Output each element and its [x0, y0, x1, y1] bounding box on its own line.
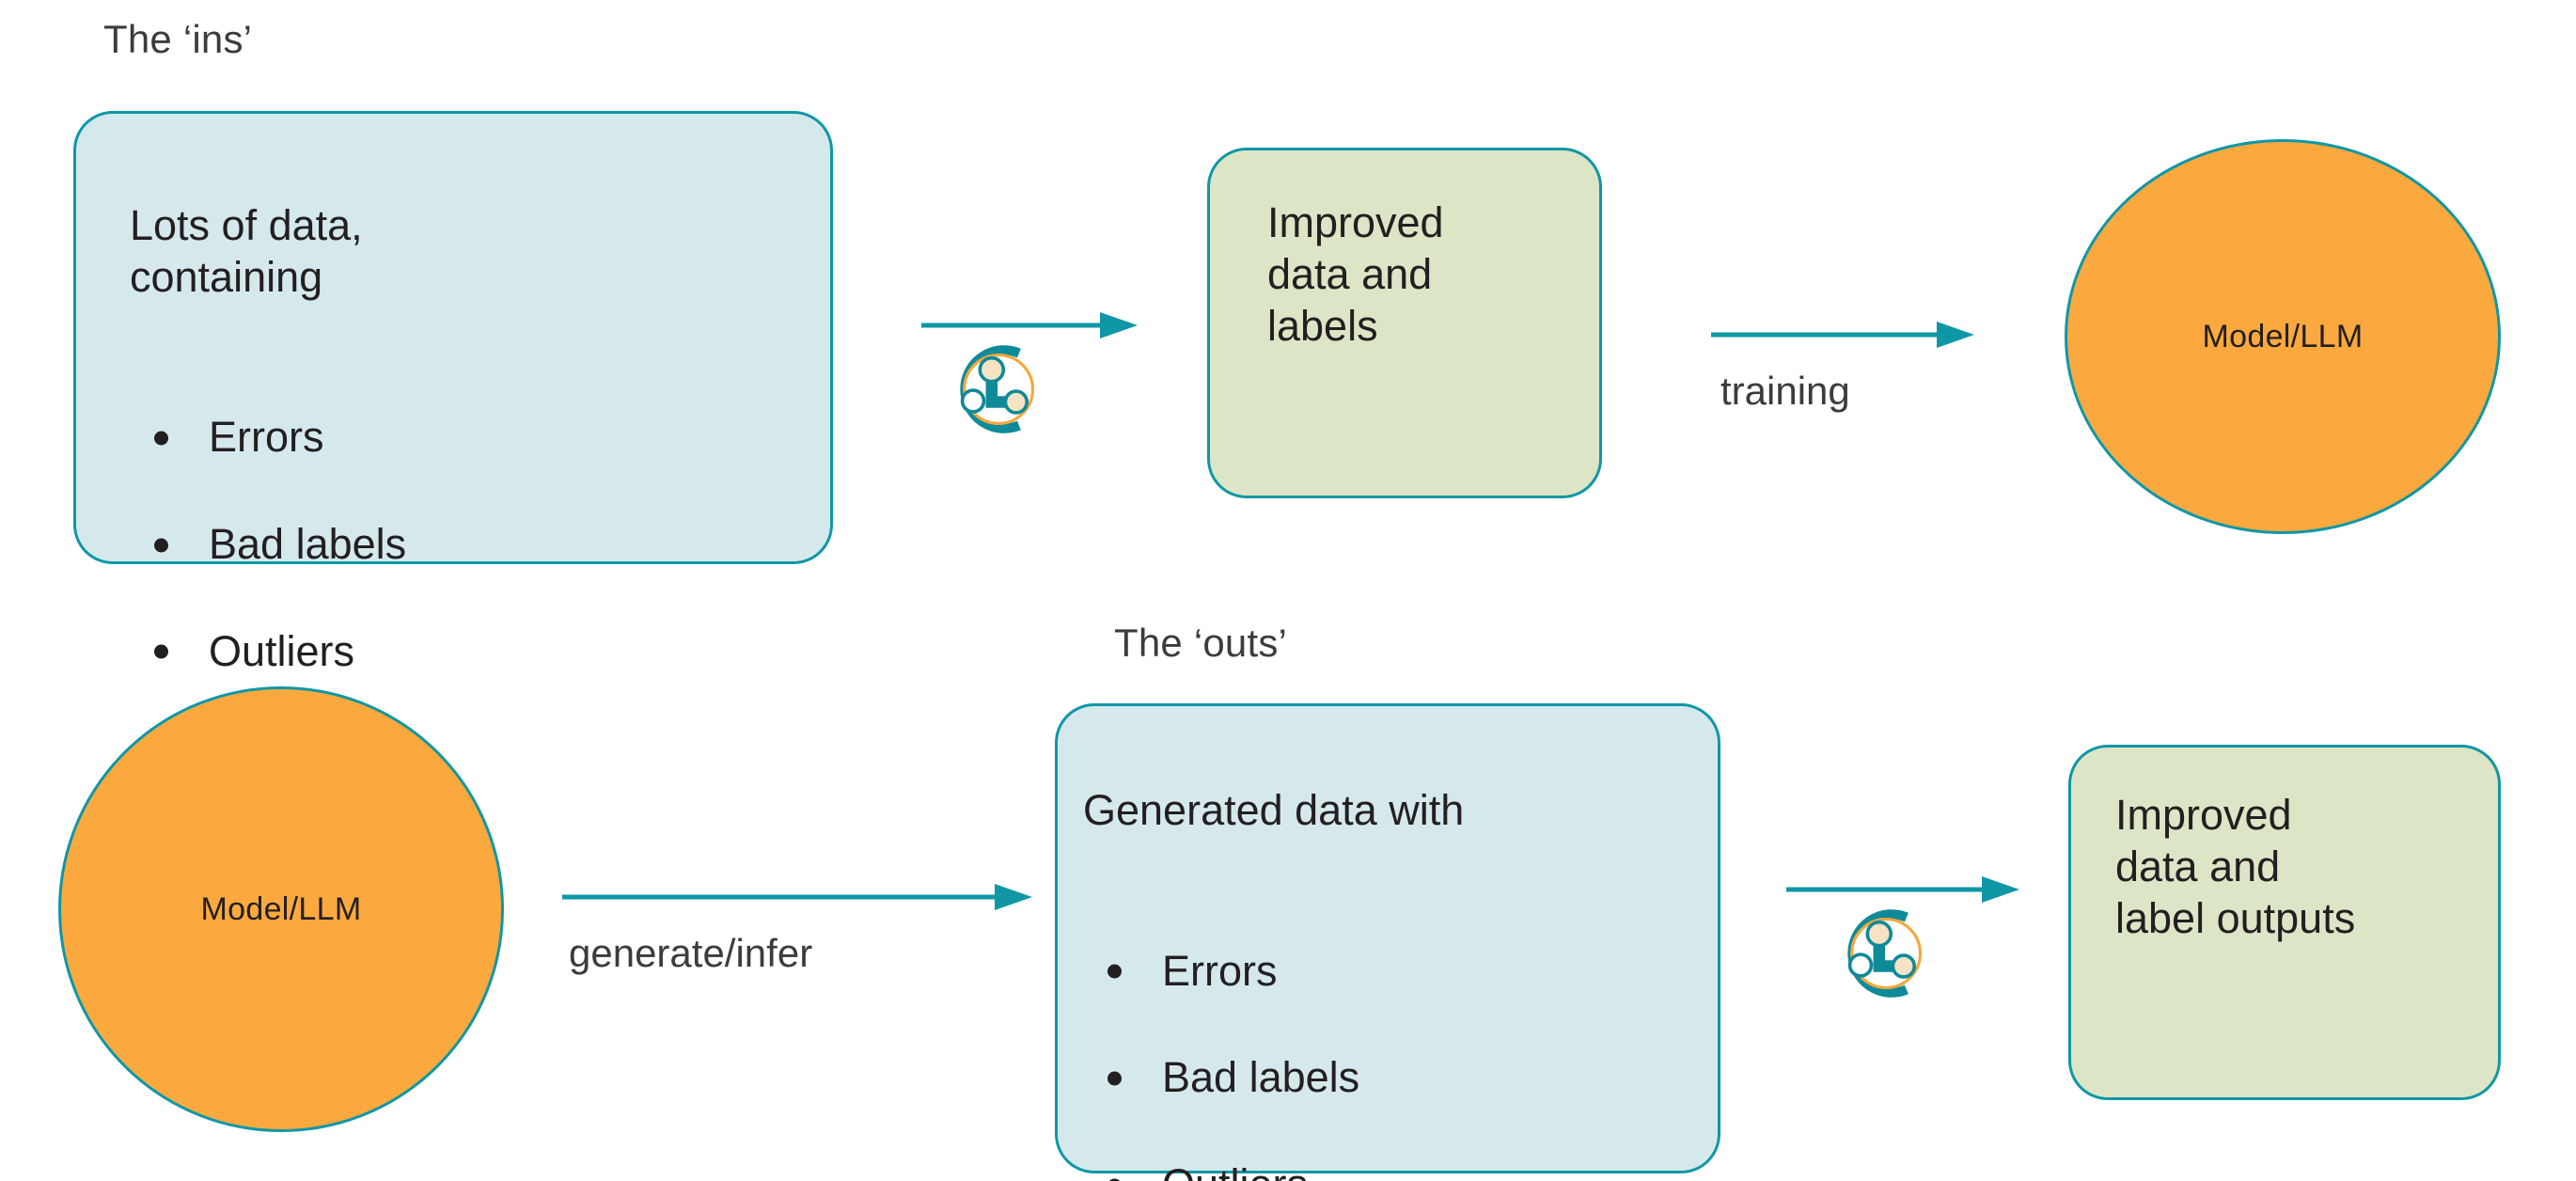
arrow-generated-to-improved: [1786, 874, 2019, 905]
arrow-input-to-improved: [921, 310, 1138, 340]
input-data-box: [73, 111, 833, 564]
list-item: Bad labels: [1083, 1052, 1722, 1104]
model-llm-label: Model/LLM: [200, 890, 362, 927]
bullet-dot-icon: [1107, 964, 1122, 979]
bullet-dot-icon: [154, 538, 168, 553]
cleanlab-logo-icon: [948, 340, 1045, 438]
cleanlab-logo-icon: [1835, 905, 1933, 1002]
list-item: Bad labels: [130, 519, 825, 571]
arrow-improved-to-model: [1711, 320, 1974, 350]
generated-data-lead: Generated data with: [1083, 785, 1465, 834]
model-llm-circle-top: Model/LLM: [2065, 139, 2501, 534]
list-item: Outliers: [1083, 1159, 1722, 1181]
improved-data-labels-box: [1207, 148, 1602, 498]
list-item-label: Outliers: [1162, 1160, 1308, 1181]
model-llm-circle-bottom: Model/LLM: [58, 686, 504, 1132]
list-item-label: Outliers: [209, 627, 355, 676]
section-label-ins: The ‘ins’: [103, 17, 253, 61]
bullet-dot-icon: [1107, 1071, 1122, 1086]
list-item-label: Errors: [1162, 946, 1278, 995]
section-label-outs: The ‘outs’: [1114, 621, 1288, 665]
list-item-label: Bad labels: [1162, 1053, 1360, 1102]
list-item-label: Bad labels: [209, 520, 407, 569]
improved-data-labels-text: Improved data and labels: [1267, 198, 1444, 350]
list-item: Outliers: [130, 626, 825, 678]
input-data-lead: Lots of data, containing: [130, 200, 363, 301]
arrow-label-training: training: [1720, 369, 1850, 413]
arrow-model-to-generated: [562, 882, 1032, 912]
bullet-dot-icon: [154, 644, 168, 659]
model-llm-label: Model/LLM: [2202, 318, 2364, 354]
generated-data-bullet-list: Errors Bad labels Outliers Data shift Po…: [1083, 894, 1722, 1181]
arrow-label-generate-infer: generate/infer: [569, 931, 813, 975]
generated-data-box: [1055, 703, 1720, 1173]
list-item: Errors: [130, 412, 825, 464]
improved-outputs-text: Improved data and label outputs: [2115, 791, 2356, 942]
generated-data-text: Generated data with Errors Bad labels Ou…: [1083, 733, 1722, 1181]
bullet-dot-icon: [1107, 1178, 1122, 1181]
list-item: Errors: [1083, 946, 1722, 998]
list-item-label: Errors: [209, 413, 324, 462]
bullet-dot-icon: [154, 431, 168, 446]
improved-outputs-box: [2068, 745, 2501, 1100]
